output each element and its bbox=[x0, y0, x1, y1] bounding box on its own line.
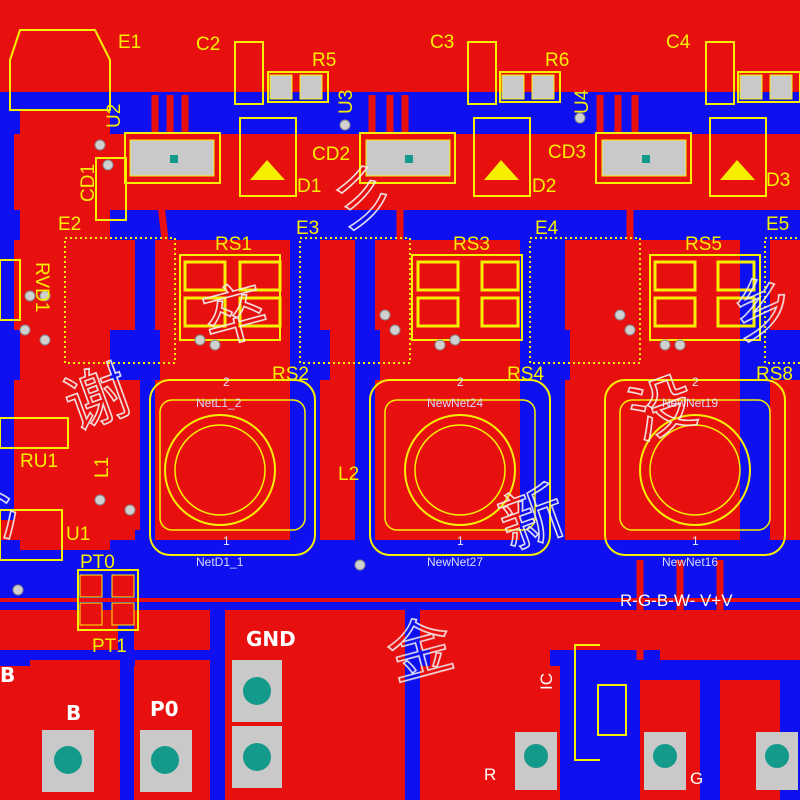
label-pt1: PT1 bbox=[92, 636, 127, 657]
l3-net-top: NewNet19 bbox=[662, 396, 718, 410]
label-rs4: RS4 bbox=[507, 364, 544, 385]
label-cd2: CD2 bbox=[312, 144, 350, 165]
label-rvd1: RVD1 bbox=[31, 262, 52, 312]
label-c2: C2 bbox=[196, 34, 220, 55]
package-markers bbox=[170, 155, 650, 163]
vias bbox=[12, 112, 686, 596]
l3-net-bottom: NewNet16 bbox=[662, 555, 718, 569]
l2-net-bottom: NewNet27 bbox=[427, 555, 483, 569]
gnd-pad-label: GND bbox=[246, 627, 296, 651]
label-rs2: RS2 bbox=[272, 364, 309, 385]
label-u1: U1 bbox=[66, 524, 90, 545]
silkscreen-outlines bbox=[0, 29, 800, 761]
designator-labels: E1 C2 C3 C4 R5 R6 U2 U3 U4 CD1 CD2 CD3 D… bbox=[20, 32, 793, 690]
inductor-l2: 2 NewNet24 1 NewNet27 bbox=[369, 375, 551, 569]
l3-pin-bottom: 1 bbox=[692, 534, 699, 548]
label-d1: D1 bbox=[297, 176, 321, 197]
label-u2: U2 bbox=[104, 104, 125, 128]
p0-pad-label: P0 bbox=[150, 697, 179, 721]
label-e4: E4 bbox=[535, 218, 559, 239]
label-l1: L1 bbox=[92, 457, 113, 478]
l2-pin-top: 2 bbox=[457, 375, 464, 389]
label-d3: D3 bbox=[766, 170, 790, 191]
r-bottom-label: R bbox=[484, 765, 496, 784]
label-c4: C4 bbox=[666, 32, 691, 53]
label-c3: C3 bbox=[430, 32, 454, 53]
rgbw-header-label: R-G-B-W- V+V bbox=[620, 591, 733, 610]
label-r5: R5 bbox=[312, 50, 336, 71]
connector-labels: R-G-B-W- V+V GND B P0 B R G bbox=[0, 591, 733, 788]
resistor-pads bbox=[183, 260, 756, 328]
through-hole-pads bbox=[42, 574, 798, 792]
label-e2: E2 bbox=[58, 214, 81, 235]
label-r6: R6 bbox=[545, 50, 569, 71]
label-e5: E5 bbox=[766, 214, 789, 235]
l1-pin-top: 2 bbox=[223, 375, 230, 389]
label-rs8: RS8 bbox=[756, 364, 793, 385]
inductor-l1: 2 NetL1_2 1 NetD1_1 bbox=[149, 375, 316, 569]
label-d2: D2 bbox=[532, 176, 556, 197]
label-u4: U4 bbox=[572, 89, 593, 114]
label-rs3: RS3 bbox=[453, 234, 490, 255]
label-cd1: CD1 bbox=[78, 164, 99, 202]
diode-markers bbox=[250, 160, 755, 180]
l1-pin-bottom: 1 bbox=[223, 534, 230, 548]
label-ru1: RU1 bbox=[20, 451, 58, 472]
l1-net-top: NetL1_2 bbox=[196, 396, 242, 410]
signal-traces bbox=[0, 95, 800, 660]
b-pad-label: B bbox=[66, 701, 81, 725]
label-u3: U3 bbox=[336, 90, 357, 114]
inductor-l3: 2 NewNet19 1 NewNet16 bbox=[604, 375, 786, 569]
label-l2: L2 bbox=[338, 464, 359, 485]
label-e1: E1 bbox=[118, 32, 141, 53]
l2-pin-bottom: 1 bbox=[457, 534, 464, 548]
label-rs1: RS1 bbox=[215, 234, 252, 255]
g-bottom-label: G bbox=[690, 769, 703, 788]
label-pt0: PT0 bbox=[80, 552, 115, 573]
b-left-label: B bbox=[0, 663, 15, 687]
label-e3: E3 bbox=[296, 218, 319, 239]
label-cd3: CD3 bbox=[548, 142, 586, 163]
label-ic: IC bbox=[537, 673, 556, 690]
l2-net-top: NewNet24 bbox=[427, 396, 483, 410]
l1-net-bottom: NetD1_1 bbox=[196, 555, 244, 569]
label-rs5: RS5 bbox=[685, 234, 722, 255]
l3-pin-top: 2 bbox=[692, 375, 699, 389]
